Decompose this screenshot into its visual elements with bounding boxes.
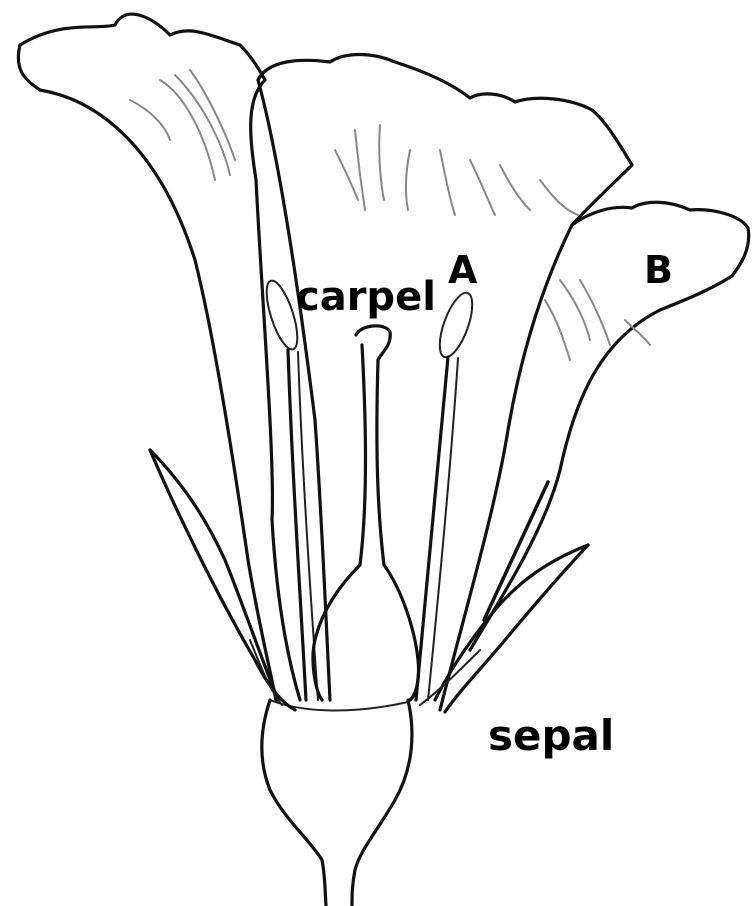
- stamen-a: [416, 289, 479, 700]
- label-sepal: sepal: [488, 711, 614, 760]
- label-b: B: [644, 248, 673, 292]
- left-stamen: [260, 277, 318, 700]
- receptacle: [262, 700, 412, 906]
- label-a: A: [448, 248, 478, 292]
- left-petal: [18, 14, 300, 700]
- label-carpel: carpel: [296, 274, 436, 320]
- right-petal: [470, 202, 749, 650]
